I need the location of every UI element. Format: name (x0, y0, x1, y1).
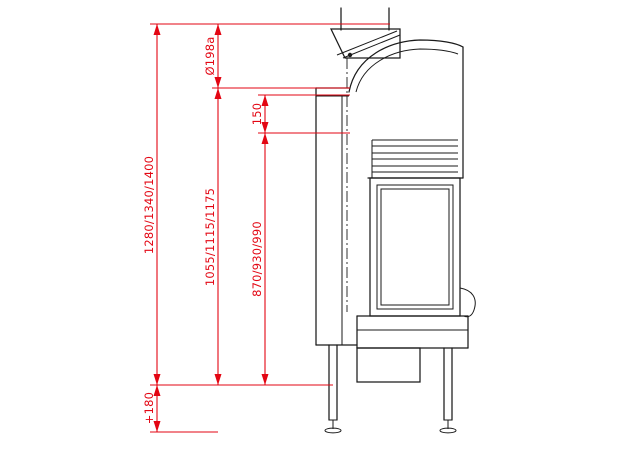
fireplace-outline (315, 7, 476, 434)
air-grille (371, 139, 458, 178)
firebox-dome (348, 39, 464, 179)
damper-pivot (347, 52, 353, 58)
left-foot (324, 427, 342, 434)
dim-label-opening-height: 870/930/990 (250, 221, 264, 297)
dimension-labels: 1280/1340/1400 Ø198a 1055/1115/1175 150 … (142, 36, 264, 424)
dim-label-flue-height: 1055/1115/1175 (203, 188, 217, 286)
left-leg (324, 344, 342, 434)
dim-label-collar-offset: 150 (250, 103, 264, 126)
door-handle (459, 287, 476, 318)
right-leg (439, 347, 457, 434)
base-unit (356, 315, 469, 349)
extension-lines (150, 23, 390, 433)
dimension-annotations (150, 23, 390, 433)
convection-back-panel (315, 87, 358, 346)
flue-pipe (340, 7, 390, 31)
firebox-door (367, 177, 464, 317)
right-foot (439, 427, 457, 434)
dim-label-overall-height: 1280/1340/1400 (142, 156, 156, 254)
storage-compartment (356, 347, 421, 383)
dim-label-leg-adjustment: +180 (142, 392, 156, 424)
dim-label-flue-diameter: Ø198a (203, 36, 217, 75)
damper-assembly (330, 28, 401, 59)
